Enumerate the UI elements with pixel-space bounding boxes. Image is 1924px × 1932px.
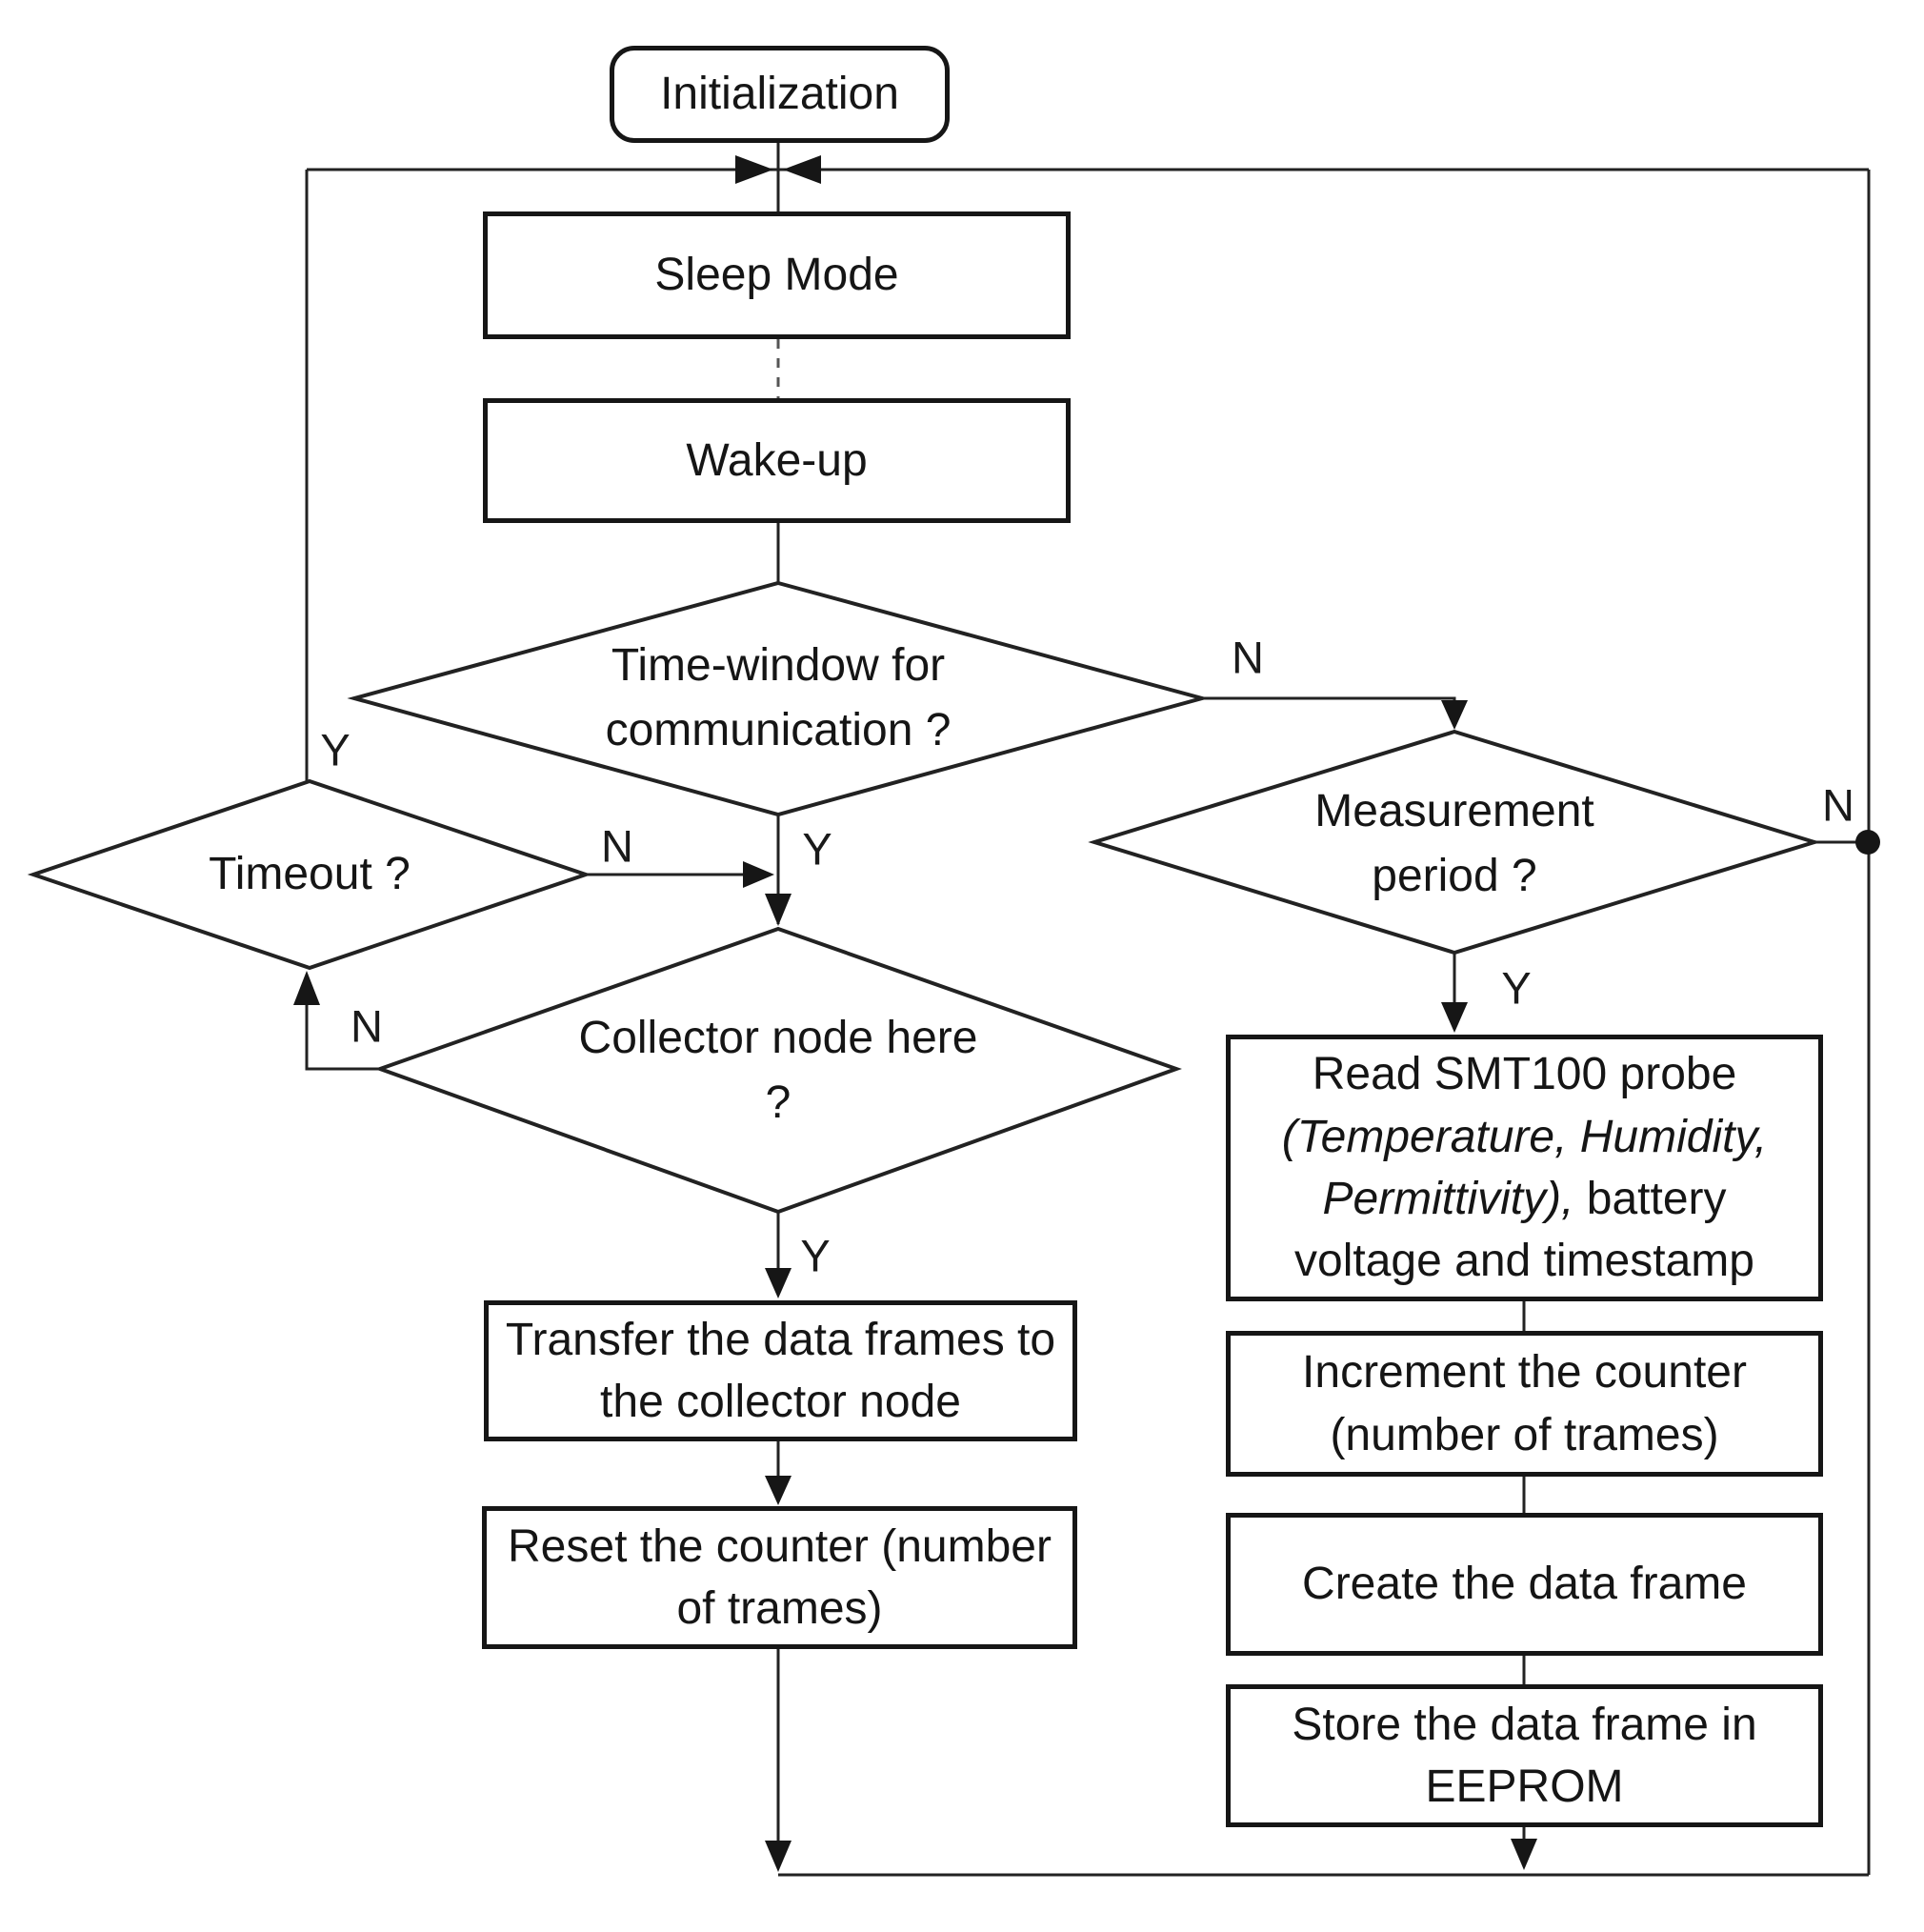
read-probe-text-regular-2: battery voltage and timestamp xyxy=(1294,1174,1754,1287)
edge-timewindow-no xyxy=(1202,696,1456,726)
node-initialization-label: Initialization xyxy=(660,69,899,120)
node-store-frame-label: Store the data frame in EEPROM xyxy=(1292,1699,1757,1812)
arrowhead-into-collector xyxy=(765,894,792,926)
label-measurement-no: N xyxy=(1822,779,1854,831)
diamond-timeout xyxy=(27,778,592,971)
node-read-probe-label: Read SMT100 probe (Temperature, Humidity… xyxy=(1244,1043,1805,1292)
node-measurement-label: Measurement period ? xyxy=(1314,785,1594,901)
arrowhead-reset-to-bottom xyxy=(765,1841,792,1872)
arrowhead-transfer-to-reset xyxy=(765,1476,792,1505)
node-store-frame: Store the data frame in EEPROM xyxy=(1226,1684,1823,1827)
node-wake-up-label: Wake-up xyxy=(686,434,868,486)
node-increment-counter: Increment the counter (number of trames) xyxy=(1226,1331,1823,1477)
node-timeout-label: Timeout ? xyxy=(209,848,411,899)
arrowhead-measurement-yes xyxy=(1441,1002,1468,1033)
edge-collector-no xyxy=(305,976,380,1071)
node-sleep-mode: Sleep Mode xyxy=(483,211,1071,339)
node-read-probe: Read SMT100 probe (Temperature, Humidity… xyxy=(1226,1035,1823,1301)
node-wake-up: Wake-up xyxy=(483,398,1071,523)
junction-dot xyxy=(1855,830,1880,855)
node-increment-counter-label: Increment the counter (number of trames) xyxy=(1302,1347,1747,1460)
label-timeout-no: N xyxy=(601,820,633,872)
node-time-window-label: Time-window for communication ? xyxy=(605,639,952,755)
node-transfer: Transfer the data frames to the collecto… xyxy=(484,1300,1077,1441)
node-create-frame-label: Create the data frame xyxy=(1302,1559,1747,1610)
node-reset-counter-label: Reset the counter (number of trames) xyxy=(508,1520,1052,1634)
label-measurement-yes: Y xyxy=(1501,962,1532,1014)
node-sleep-mode-label: Sleep Mode xyxy=(654,250,899,301)
arrowhead-store-to-bottom xyxy=(1511,1839,1537,1870)
node-transfer-label: Transfer the data frames to the collecto… xyxy=(505,1314,1056,1427)
node-create-frame: Create the data frame xyxy=(1226,1513,1823,1656)
arrowhead-collector-yes xyxy=(765,1268,792,1298)
diamond-time-window xyxy=(347,580,1210,817)
diamond-collector xyxy=(374,926,1182,1215)
label-timeout-yes: Y xyxy=(320,724,351,775)
arrowhead-timeout-no xyxy=(743,861,774,888)
read-probe-text-italic: (Temperature, Humidity, Permittivity), xyxy=(1281,1111,1768,1224)
node-reset-counter: Reset the counter (number of trames) xyxy=(482,1506,1077,1649)
arrowhead-timewindow-no xyxy=(1441,700,1468,730)
arrowhead-collector-no-up xyxy=(293,971,320,1005)
label-time-window-yes: Y xyxy=(802,823,832,875)
read-probe-text-regular-1: Read SMT100 probe xyxy=(1312,1049,1737,1100)
arrowhead-junction-left xyxy=(735,155,773,184)
node-initialization: Initialization xyxy=(610,46,950,143)
label-collector-yes: Y xyxy=(800,1230,831,1281)
label-collector-no: N xyxy=(351,1000,383,1052)
label-time-window-no: N xyxy=(1232,632,1264,683)
arrowhead-junction-right xyxy=(783,155,821,184)
diamond-measurement xyxy=(1088,729,1821,956)
node-collector-label: Collector node here ? xyxy=(578,1012,978,1128)
